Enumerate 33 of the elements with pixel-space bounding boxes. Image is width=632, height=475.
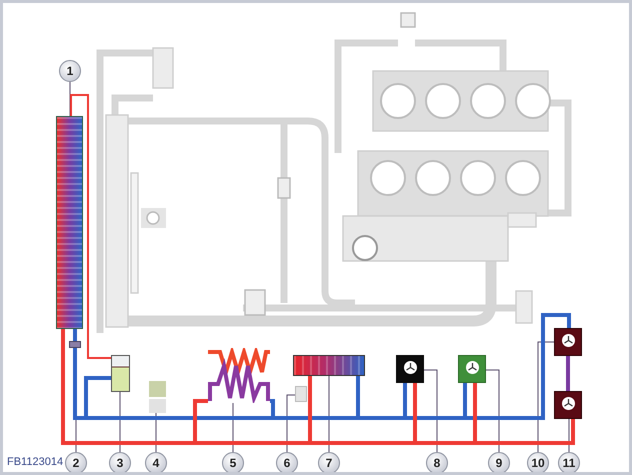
valve-symbol	[295, 386, 307, 402]
leader-line	[486, 370, 500, 452]
coolant-pipe	[70, 94, 111, 359]
leader-line	[568, 418, 570, 452]
leader-line	[424, 370, 438, 452]
callout-number: 6	[276, 452, 298, 472]
callout-number: 7	[318, 452, 340, 472]
coolant-pipe	[566, 356, 570, 391]
control-module	[458, 355, 486, 383]
callout-number: 3	[109, 452, 131, 472]
control-module	[554, 328, 582, 356]
callout-number: 4	[145, 452, 167, 472]
heat-exchanger	[56, 116, 83, 329]
callout-number: 11	[558, 452, 580, 472]
leader-line	[538, 342, 554, 452]
control-module	[554, 391, 582, 419]
callout-number: 10	[527, 452, 549, 472]
leader-line	[328, 376, 330, 452]
callout-number: 1	[59, 60, 81, 82]
leader-line	[232, 402, 234, 452]
valve-symbol	[69, 341, 81, 348]
control-module	[396, 355, 424, 383]
callout-number: 2	[65, 452, 87, 472]
heater-unit	[293, 355, 365, 376]
leader-line	[286, 394, 296, 452]
expansion-tank	[111, 355, 130, 392]
callout-number: 9	[488, 452, 510, 472]
pump-unit	[149, 381, 166, 413]
coolant-pipe	[463, 313, 571, 420]
figure-code: FB1123014	[7, 456, 64, 468]
callout-number: 8	[426, 452, 448, 472]
callout-number: 5	[222, 452, 244, 472]
heater-coil	[208, 348, 270, 403]
